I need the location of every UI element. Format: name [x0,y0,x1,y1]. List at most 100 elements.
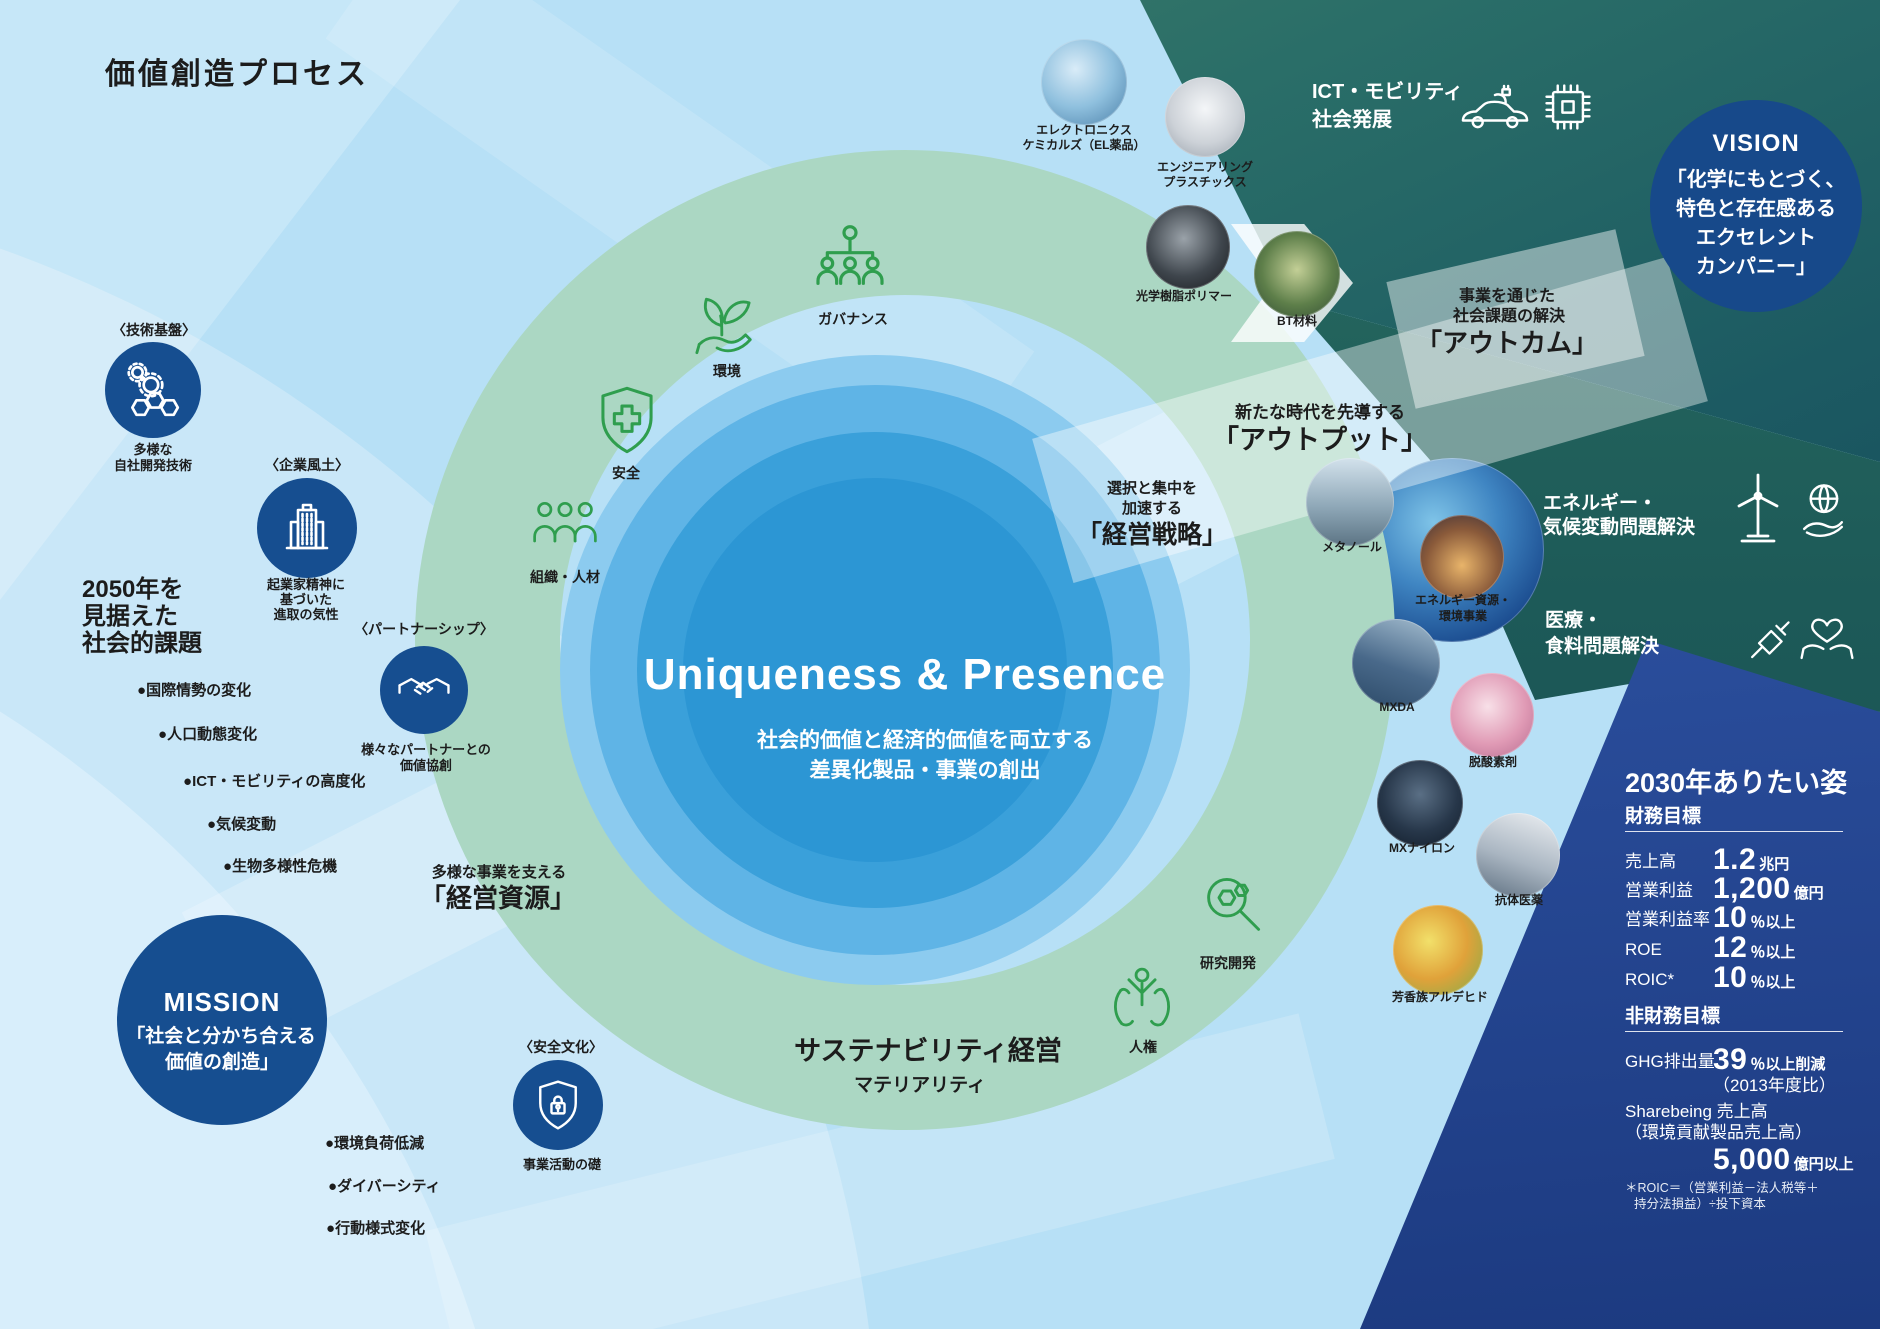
wind-turbine-icon [1737,473,1779,543]
product-photo-antibody-drugs [1476,813,1560,897]
tech-foundation-circle [105,342,201,438]
product-label: 環境事業 [1438,609,1488,623]
people-icon [533,501,597,543]
mission-circle [117,915,327,1125]
social-issues-heading: 社会的課題 [82,630,202,657]
product-photo-methanol [1306,458,1394,546]
plant-in-hand-icon [695,297,752,355]
tech-foundation-label: 多様な [133,442,173,457]
roic-footnote: 持分法損益）÷投下資本 [1634,1197,1766,1211]
divider [1625,1031,1843,1032]
social-issue-item-lower: ●環境負荷低減 [325,1135,425,1152]
vision-text: エクセレント [1696,227,1816,249]
org-chart-icon [816,225,884,285]
product-label: エネルギー資源・ [1414,593,1512,607]
ghg-note: （2013年度比） [1713,1076,1836,1095]
chip-icon [1545,84,1591,130]
vision-text: 特色と存在感ある [1676,198,1836,220]
medical-food-label: 食料問題解決 [1545,636,1660,657]
product-label: ケミカルズ（EL薬品） [1022,138,1146,152]
partnership-circle [380,646,468,734]
targets-2030-title: 2030年ありたい姿 [1625,768,1848,798]
sustainability-title: サステナビリティ経営 [794,1036,1062,1066]
roic-footnote: ＊ROIC＝（営業利益－法人税等＋ [1625,1181,1819,1195]
sharebeing-label: （環境貢献製品売上高） [1625,1123,1812,1142]
handshake-icon [398,677,450,695]
ict-society-label: 社会発展 [1312,109,1392,131]
product-label: メタノール [1322,540,1382,554]
product-photo-engineering-plastics [1165,77,1245,157]
corporate-culture-tag: 〈企業風土〉 [265,457,349,473]
center-title: Uniqueness & Presence [643,650,1167,699]
resources-label: 「経営資源」 [419,883,577,913]
corporate-culture-label: 基づいた [279,592,333,607]
product-label: 脱酸素剤 [1468,755,1518,769]
financial-heading: 財務目標 [1625,806,1702,827]
product-label: 抗体医薬 [1494,893,1544,907]
strategy-label: 加速する [1121,500,1183,517]
product-photo-mx-nylon [1377,760,1463,846]
mission-text: 「社会と分かち合える [126,1026,316,1047]
social-issue-item: ●人口動態変化 [158,726,258,743]
financial-row-label: 売上高 [1625,852,1676,871]
materiality-label-rd: 研究開発 [1200,955,1256,971]
strategy-label: 選択と集中を [1106,480,1198,497]
social-issues-heading: 2050年を [82,576,184,603]
vision-title: VISION [1712,130,1800,157]
product-label: 芳香族アルデヒド [1392,990,1488,1004]
product-label: プラスチックス [1163,175,1247,189]
ict-society-label: ICT・モビリティ [1312,81,1464,103]
tech-foundation-label: 自社開発技術 [113,458,193,473]
materiality-label-human-rights: 人権 [1129,1039,1157,1055]
gears-hexagons-icon [127,362,180,417]
strategy-label: 「経営戦略」 [1076,521,1228,549]
heart-in-hands-icon [1800,618,1854,660]
financial-row-label: ROIC* [1625,970,1675,989]
social-issue-item: ●ICT・モビリティの高度化 [183,773,366,790]
product-label: BT材料 [1277,314,1317,328]
shield-cross-icon [601,386,653,454]
center-circle-4 [683,478,1067,862]
research-magnifier-icon [1207,877,1261,931]
product-label: MXナイロン [1388,841,1456,855]
partnership-tag: 〈パートナーシップ〉 [354,621,494,637]
social-issues-heading: 見据えた [82,603,178,630]
corporate-culture-circle [257,478,357,578]
financial-row-label: 営業利益率 [1625,910,1710,929]
syringe-icon [1751,621,1790,659]
ghg-label: GHG排出量 [1625,1052,1715,1071]
product-label: エンジニアリング [1156,160,1254,174]
shield-lock-icon [539,1080,577,1130]
social-issue-item: ●気候変動 [207,816,277,833]
materiality-label-organization: 組織・人材 [530,569,600,585]
divider [1625,831,1843,832]
financial-row-label: ROE [1625,940,1662,959]
social-issue-item: ●国際情勢の変化 [137,682,252,699]
product-photo-mxda [1352,619,1440,707]
product-label: 光学樹脂ポリマー [1135,289,1233,303]
vision-circle: VISION 「化学にもとづく、 特色と存在感ある エクセレント カンパニー」 [1650,100,1862,312]
outcome-label: 「アウトカム」 [1415,328,1599,358]
financial-row-value: 12％以上 [1713,931,1796,964]
center-subtitle: 差異化製品・事業の創出 [809,759,1041,782]
sustainability-subtitle: マテリアリティ [854,1075,986,1096]
product-photo-energy-resources [1420,515,1504,599]
center-subtitle: 社会的価値と経済的価値を両立する [757,729,1093,752]
vision-text: 「化学にもとづく、 [1666,169,1846,191]
safety-culture-label: 事業活動の礎 [522,1157,602,1172]
product-photo-bt-materials [1254,231,1340,317]
materiality-label-safety: 安全 [612,465,640,481]
ev-car-icon [1461,84,1529,129]
product-photo-electronics-chemicals [1041,39,1127,125]
page-title: 価値創造プロセス [105,58,369,91]
medical-food-label: 医療・ [1545,610,1603,631]
human-rights-icon [1114,967,1170,1027]
product-photo-oxygen-absorber [1450,673,1534,757]
product-label: MXDA [1379,700,1415,714]
energy-climate-label: 気候変動問題解決 [1543,517,1696,538]
materiality-label-governance: ガバナンス [818,311,888,327]
